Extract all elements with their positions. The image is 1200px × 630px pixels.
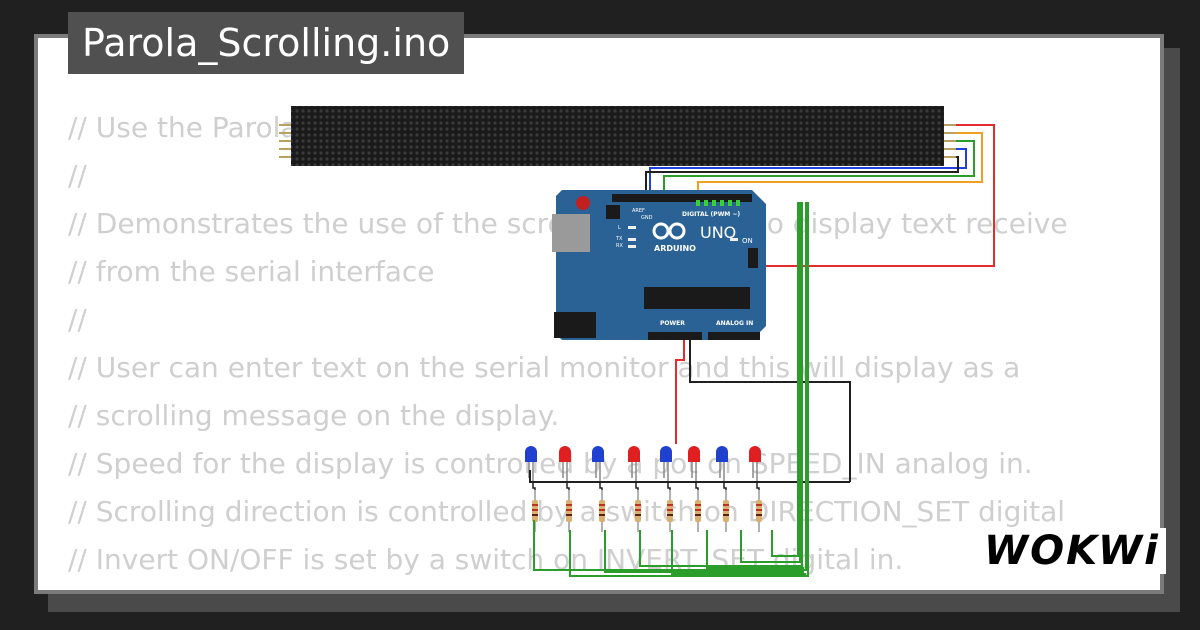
wire-clk <box>649 148 967 202</box>
wire-gnd <box>645 156 959 202</box>
red-led[interactable] <box>688 446 700 482</box>
project-title[interactable]: Parola_Scrolling.ino <box>68 12 465 74</box>
led-bank <box>525 446 761 482</box>
wire-green-bus-1 <box>533 202 807 571</box>
code-line: // scrolling message on the display. <box>68 399 560 432</box>
red-led[interactable] <box>628 446 640 482</box>
board-brand: ARDUINO <box>654 244 696 253</box>
code-line: // <box>68 303 87 336</box>
power-wires <box>675 340 851 482</box>
blue-led[interactable] <box>716 446 728 482</box>
usb-port <box>552 214 590 252</box>
power-label: POWER <box>660 320 685 327</box>
wire-5v <box>675 340 685 444</box>
wire-led-ground-top <box>529 470 850 483</box>
digital-pin-highlights <box>696 200 740 206</box>
blue-led[interactable] <box>660 446 672 482</box>
on-led <box>730 238 738 241</box>
l-led <box>628 226 636 229</box>
code-line: // Speed for the display is controlled b… <box>68 447 1033 480</box>
wire-green-bus-4 <box>639 202 803 567</box>
wokwi-logo: WOKWi <box>978 528 1166 574</box>
wire-green-bus-8 <box>771 202 799 557</box>
led-resistor-link <box>566 482 570 490</box>
code-line: // User can enter text on the serial mon… <box>68 351 1021 384</box>
resistor[interactable] <box>667 490 673 532</box>
led-resistor-link <box>599 482 603 490</box>
tx-label: TX <box>615 236 623 242</box>
wire-green-bus-2 <box>569 202 809 577</box>
atmega-chip <box>644 287 750 309</box>
l-label: L <box>618 225 621 231</box>
matrix-right-pins <box>944 124 956 158</box>
on-label: ON <box>742 237 753 245</box>
arduino-uno-board[interactable]: UNO ARDUINO ON DIGITAL (PWM ~) ANALOG IN… <box>552 190 766 340</box>
icsp2-header <box>748 248 758 268</box>
power-jack <box>554 312 596 338</box>
led-matrix-display[interactable] <box>279 106 956 166</box>
rx-led <box>628 245 636 248</box>
resistor[interactable] <box>723 490 729 532</box>
wire-green-bus-7 <box>740 202 801 563</box>
matrix-left-pins <box>279 124 291 158</box>
resistor[interactable] <box>599 490 605 532</box>
led-resistor-link <box>756 482 760 490</box>
led-resistor-link <box>667 482 671 490</box>
board-model: UNO <box>700 223 736 242</box>
code-line: // from the serial interface <box>68 255 435 288</box>
arduino-logo-icon <box>652 222 686 240</box>
red-led[interactable] <box>749 446 761 482</box>
resistor[interactable] <box>635 490 641 532</box>
red-led[interactable] <box>559 446 571 482</box>
digital-header <box>612 194 752 202</box>
tx-led <box>628 238 636 241</box>
wire-green-bus-5 <box>671 530 806 575</box>
analog-label: ANALOG IN <box>716 320 753 327</box>
wire-din <box>697 132 983 202</box>
rx-label: RX <box>616 243 623 249</box>
icsp-header <box>606 205 620 219</box>
resistor[interactable] <box>695 490 701 532</box>
analog-header <box>708 332 760 340</box>
led-resistor-link <box>723 482 727 490</box>
power-header <box>648 332 702 340</box>
reset-button[interactable] <box>576 196 590 210</box>
resistor-bank <box>532 482 762 532</box>
led-resistor-link <box>532 482 536 490</box>
led-resistor-link <box>635 482 639 490</box>
code-line: // <box>68 159 87 192</box>
led-resistor-link <box>695 482 699 490</box>
matrix-wires <box>645 124 995 340</box>
resistor[interactable] <box>756 490 762 532</box>
wire-gnd-rail <box>689 340 851 482</box>
led-wires <box>529 202 850 577</box>
gnd-label: GND <box>641 215 653 221</box>
wire-green-bus-3 <box>604 530 804 573</box>
resistor[interactable] <box>566 490 572 532</box>
wire-cs <box>663 140 975 202</box>
digital-label: DIGITAL (PWM ~) <box>682 211 740 218</box>
aref-label: AREF <box>632 208 645 214</box>
blue-led[interactable] <box>592 446 604 482</box>
wire-green-bus-6 <box>706 530 804 569</box>
